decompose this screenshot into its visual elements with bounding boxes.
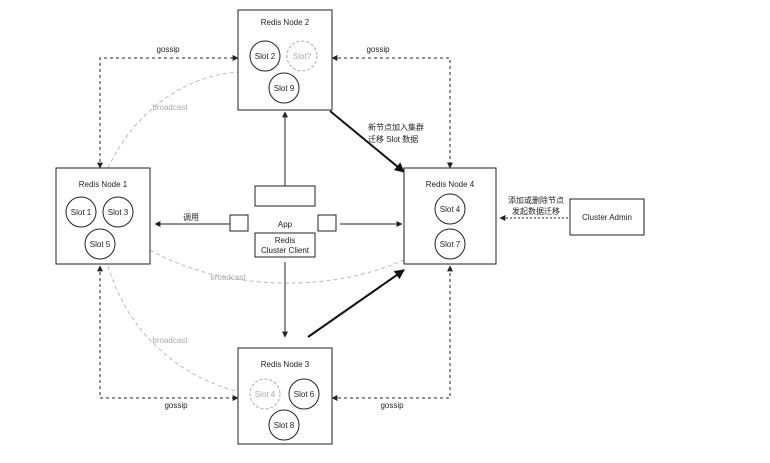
client-label-line1: Redis [275, 236, 295, 245]
cluster-admin: Cluster Admin [569, 198, 645, 236]
slot-circle: Slot 1 [65, 196, 97, 228]
slot-circle: Slot 6 [288, 378, 320, 410]
broadcast-label: broadcast [152, 103, 188, 112]
node-title: Redis Node 3 [261, 360, 310, 369]
redis-node-2: Redis Node 2 Slot 2 Slot? Slot 9 [237, 9, 333, 111]
app-component: App Redis Cluster Client [229, 185, 337, 258]
slot-label: Slot 8 [274, 421, 295, 430]
admin-action-line1: 添加或删除节点 [508, 195, 564, 205]
slot-circle: Slot 9 [268, 72, 300, 104]
gossip-label: gossip [164, 401, 188, 410]
slot-label: Slot 7 [440, 240, 461, 249]
admin-action-line2: 发起数据迁移 [512, 206, 560, 216]
node-title: Redis Node 4 [426, 180, 475, 189]
gossip-link-node1-node3 [97, 265, 239, 401]
gossip-link-node1-node2 [97, 55, 239, 169]
slot-label: Slot 6 [294, 390, 315, 399]
slot-circle: Slot 7 [434, 228, 466, 260]
migrate-label-line1: 新节点加入集群 [368, 122, 424, 132]
gossip-link-node3-node4 [331, 265, 453, 401]
slot-circle-pending: Slot 4 [249, 378, 281, 410]
node-title: Redis Node 1 [79, 180, 128, 189]
node-title: Redis Node 2 [261, 18, 310, 27]
gossip-label: gossip [156, 45, 180, 54]
broadcast-curve-node1-node2 [107, 69, 251, 169]
redis-node-1: Redis Node 1 Slot 1 Slot 3 Slot 5 [55, 167, 151, 265]
slot-label: Slot? [293, 52, 312, 61]
slot-label: Slot 2 [255, 52, 276, 61]
migrate-node2-to-node4-arrow [329, 110, 405, 173]
slot-circle: Slot 8 [268, 409, 300, 441]
gossip-label: gossip [366, 45, 390, 54]
migration-links [307, 110, 405, 338]
gossip-link-node2-node4 [331, 55, 453, 169]
app-links [154, 111, 403, 338]
slot-circle: Slot 5 [84, 228, 116, 260]
broadcast-label: broadcast [210, 273, 246, 282]
gossip-label: gossip [380, 401, 404, 410]
admin-label: Cluster Admin [582, 213, 632, 222]
slot-circle: Slot 4 [434, 193, 466, 225]
gossip-links [97, 55, 453, 401]
redis-node-4: Redis Node 4 Slot 4 Slot 7 [403, 167, 497, 265]
broadcast-curve-node1-node3 [107, 265, 256, 397]
broadcast-label: broadcast [152, 336, 188, 345]
invoke-label: 调用 [183, 213, 199, 222]
slot-circle-pending: Slot? [286, 40, 318, 72]
slot-circle: Slot 2 [249, 40, 281, 72]
slot-label: Slot 5 [90, 240, 111, 249]
slot-label: Slot 4 [255, 390, 276, 399]
slot-label: Slot 3 [108, 208, 129, 217]
slot-label: Slot 9 [274, 84, 295, 93]
migrate-node3-to-node4-arrow [307, 269, 405, 338]
slot-label: Slot 4 [440, 205, 461, 214]
slot-label: Slot 1 [71, 208, 92, 217]
client-label-line2: Cluster Client [261, 246, 310, 255]
redis-node-3: Redis Node 3 Slot 4 Slot 6 Slot 8 [237, 347, 333, 445]
slot-circle: Slot 3 [102, 196, 134, 228]
broadcast-links [107, 69, 409, 397]
app-label: App [278, 220, 293, 229]
migrate-label-line2: 迁移 Slot 数据 [368, 134, 418, 144]
broadcast-curve-node1-node4 [149, 249, 409, 284]
